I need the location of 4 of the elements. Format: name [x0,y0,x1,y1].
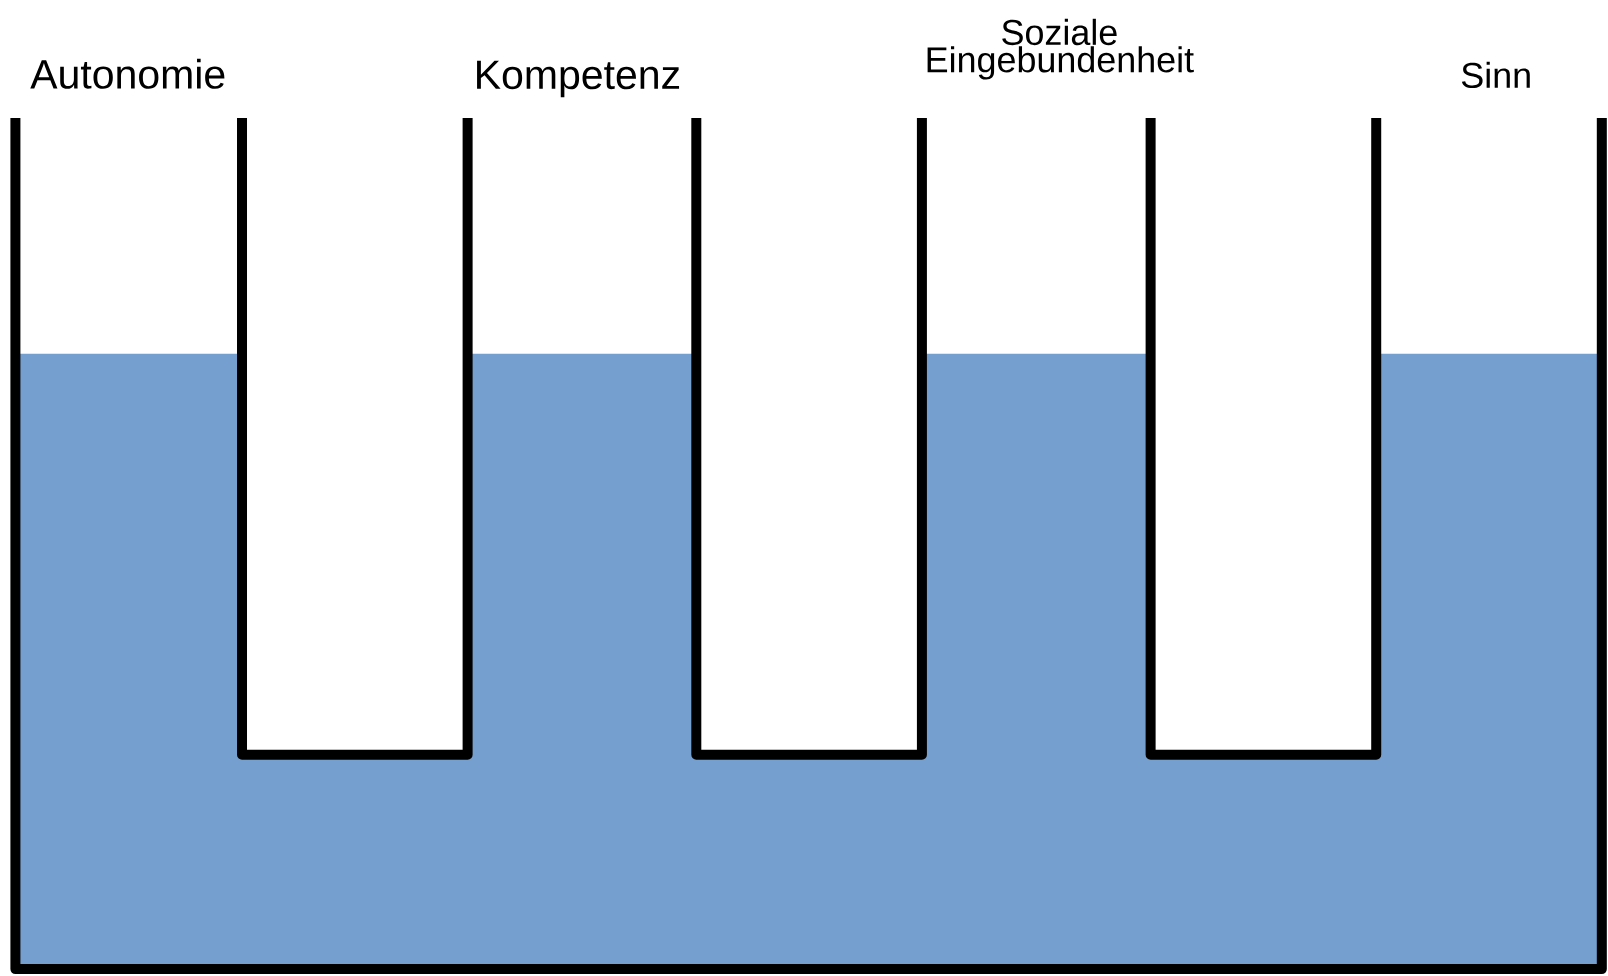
chamber-label: Sinn [1461,61,1530,89]
chamber-label: Soziale Eingebundenheit [927,18,1194,80]
chamber-label: Kompetenz [477,60,680,98]
chamber-label: Autonomie [30,58,225,89]
